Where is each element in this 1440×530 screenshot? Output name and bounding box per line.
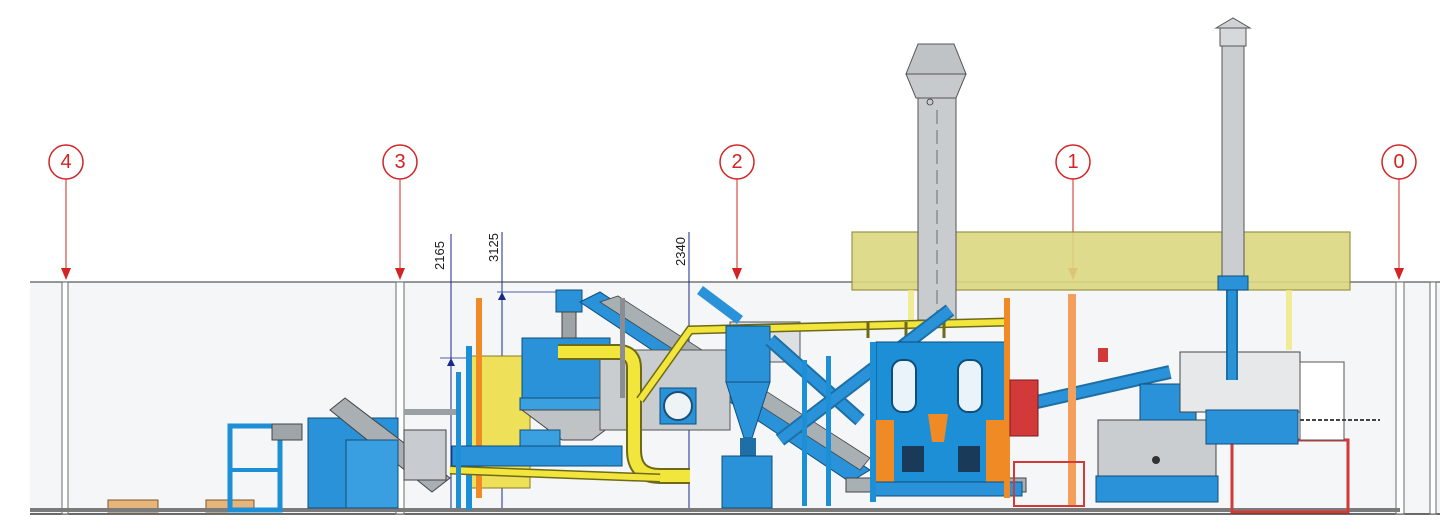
grid-axis-2: 2 [719, 144, 755, 280]
dimension-2340-label: 2340 [673, 237, 688, 266]
diagonal-pipes [765, 304, 1172, 446]
axis-4-label: 4 [60, 151, 71, 173]
grid-axis-3: 3 [382, 144, 418, 280]
orange-post [1068, 294, 1076, 506]
cyclone [697, 286, 773, 509]
twin-separators [870, 298, 1023, 502]
right-units [1095, 275, 1380, 503]
grid-axis-0: 0 [1381, 144, 1417, 280]
axis-3-label: 3 [394, 151, 405, 173]
grid-axis-4: 4 [48, 144, 84, 280]
chimney-left [905, 43, 967, 321]
support-columns [456, 298, 831, 508]
dimension-3125-label: 3125 [486, 233, 501, 262]
dimension-2165-label: 2165 [432, 241, 447, 270]
axis-2-label: 2 [731, 151, 742, 173]
feed-station [227, 397, 460, 513]
axis-1-label: 1 [1067, 151, 1078, 173]
axis-0-label: 0 [1393, 151, 1404, 173]
chimney-right [1214, 17, 1252, 281]
screw-conveyor [451, 429, 623, 467]
dimension-2165: 2165 [432, 234, 470, 510]
